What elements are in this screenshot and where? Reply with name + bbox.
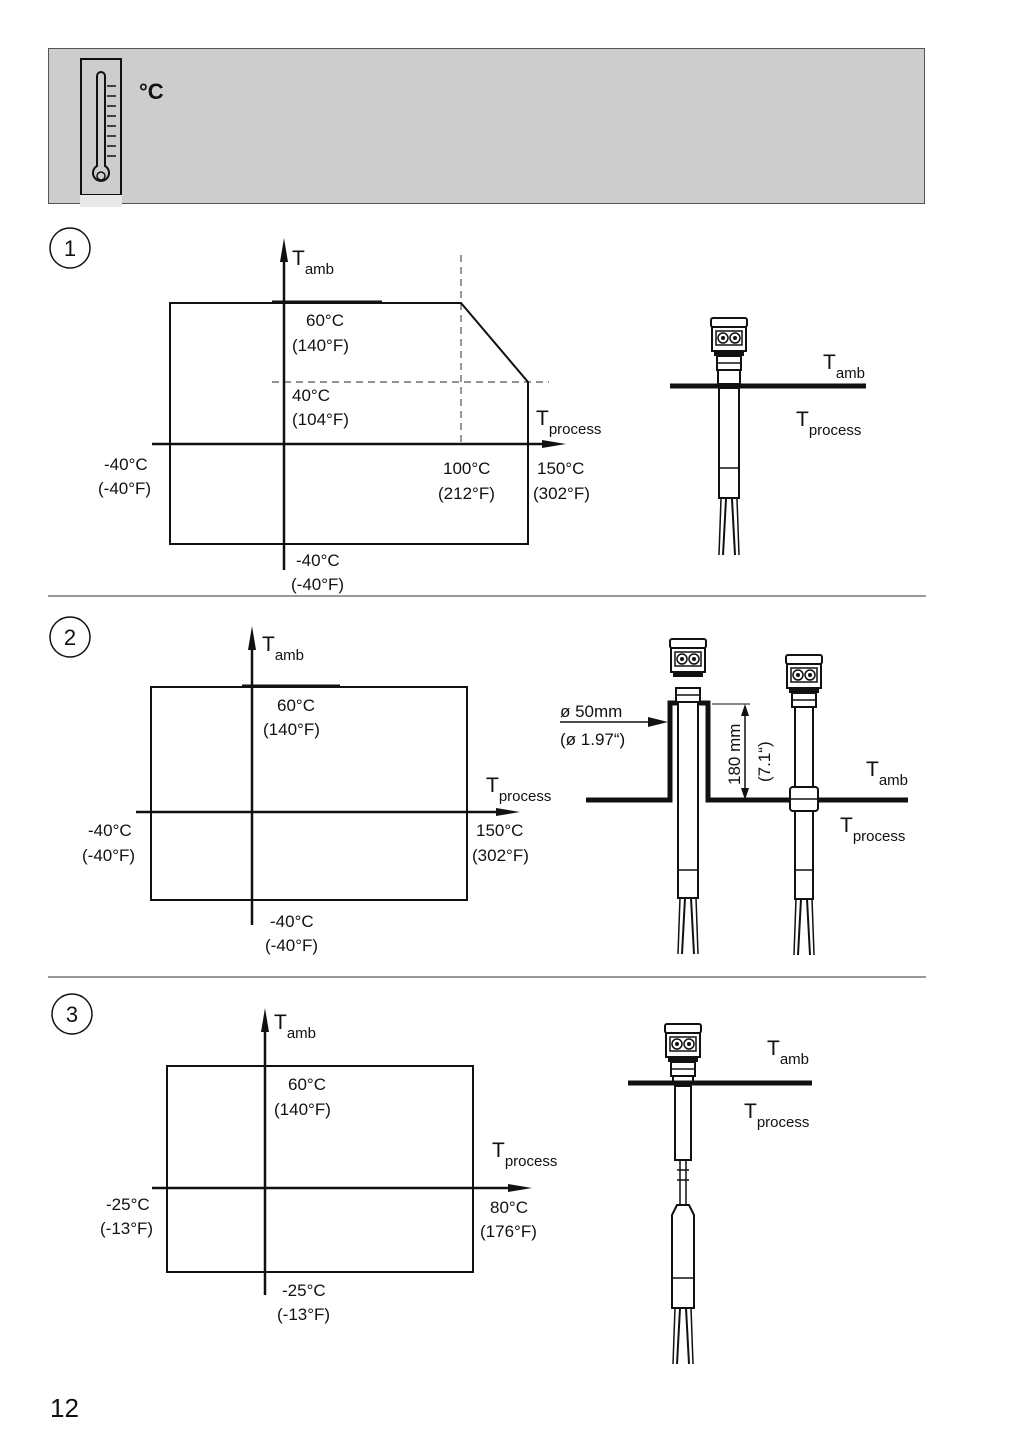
level-switch-illustration [670, 317, 866, 556]
amb-min-label: -25°C [282, 1281, 326, 1300]
length-label: 180 mm [725, 724, 744, 785]
x-axis-label: Tprocess [536, 407, 601, 438]
operating-envelope [166, 1065, 474, 1273]
section-number-badge [51, 993, 93, 1035]
amb-max-label-f: (140°F) [274, 1100, 331, 1119]
section-number: 2 [64, 625, 76, 650]
process-min-label: -25°C [106, 1195, 150, 1214]
temperature-envelope-chart: Tamb Tprocess 60°C (140°F) -25°C (-13°F)… [100, 1008, 557, 1324]
temperature-envelope-chart: Tamb Tprocess 60°C (140°F) 40°C (104°F) … [98, 238, 601, 594]
process-max-label: 150°C [537, 459, 584, 478]
process-max-label: 80°C [490, 1198, 528, 1217]
amb-derated-label-f: (104°F) [292, 410, 349, 429]
process-mid-label: 100°C [443, 459, 490, 478]
header-banner [48, 48, 925, 204]
section-number: 1 [64, 236, 76, 261]
x-axis-arrow [496, 808, 520, 816]
y-axis-label: Tamb [262, 633, 304, 664]
diameter-label: ø 50mm [560, 702, 622, 721]
amb-zone-label: Tamb [767, 1037, 809, 1068]
section-number-badge [49, 616, 91, 658]
process-zone-label: Tprocess [840, 814, 905, 845]
process-min-label-f: (-40°F) [98, 479, 151, 498]
operating-envelope [150, 686, 468, 901]
y-axis-label: Tamb [292, 247, 334, 278]
temperature-envelope-chart: Tamb Tprocess 60°C (140°F) -40°C (-40°F)… [82, 626, 551, 955]
amb-max-label: 60°C [306, 311, 344, 330]
process-min-label-f: (-40°F) [82, 846, 135, 865]
section-1: 1 Tamb Tprocess 60°C (140°F) 40°C (104°F… [49, 227, 866, 594]
process-max-label: 150°C [476, 821, 523, 840]
x-axis-label: Tprocess [492, 1139, 557, 1170]
amb-max-label-f: (140°F) [292, 336, 349, 355]
process-min-label-f: (-13°F) [100, 1219, 153, 1238]
y-axis-arrow [280, 238, 288, 262]
section-number: 3 [66, 1002, 78, 1027]
process-max-label-f: (302°F) [533, 484, 590, 503]
unit-label: °C [139, 79, 164, 104]
section-2: 2 Tamb Tprocess 60°C (140°F) -40°C (-40°… [49, 616, 908, 956]
length-label-in: (7.1“) [755, 741, 774, 782]
y-axis-arrow [261, 1008, 269, 1032]
amb-max-label-f: (140°F) [263, 720, 320, 739]
page-number: 12 [50, 1393, 79, 1423]
y-axis-label: Tamb [274, 1011, 316, 1042]
amb-min-label-f: (-40°F) [291, 575, 344, 594]
amb-derated-label: 40°C [292, 386, 330, 405]
process-zone-label: Tprocess [796, 408, 861, 439]
section-number-badge [49, 227, 91, 269]
x-axis-arrow [508, 1184, 532, 1192]
process-max-label-f: (302°F) [472, 846, 529, 865]
x-axis-label: Tprocess [486, 774, 551, 805]
amb-min-label: -40°C [296, 551, 340, 570]
x-axis-arrow [542, 440, 566, 448]
amb-min-label: -40°C [270, 912, 314, 931]
amb-zone-label: Tamb [823, 351, 865, 382]
process-min-label: -40°C [104, 455, 148, 474]
amb-min-label-f: (-40°F) [265, 936, 318, 955]
amb-max-label: 60°C [288, 1075, 326, 1094]
level-switch-cable-illustration [628, 1023, 812, 1365]
amb-max-label: 60°C [277, 696, 315, 715]
amb-zone-label: Tamb [866, 758, 908, 789]
process-min-label: -40°C [88, 821, 132, 840]
thermometer-icon [80, 58, 122, 207]
process-zone-label: Tprocess [744, 1100, 809, 1131]
process-mid-label-f: (212°F) [438, 484, 495, 503]
diameter-label-in: (ø 1.97“) [560, 730, 625, 749]
y-axis-arrow [248, 626, 256, 650]
process-max-label-f: (176°F) [480, 1222, 537, 1241]
level-switch-sleeve-illustration [785, 654, 908, 956]
section-3: 3 Tamb Tprocess 60°C (140°F) -25°C (-13°… [51, 993, 812, 1365]
level-switch-extended-illustration [560, 638, 792, 955]
amb-min-label-f: (-13°F) [277, 1305, 330, 1324]
operating-envelope [169, 302, 529, 545]
